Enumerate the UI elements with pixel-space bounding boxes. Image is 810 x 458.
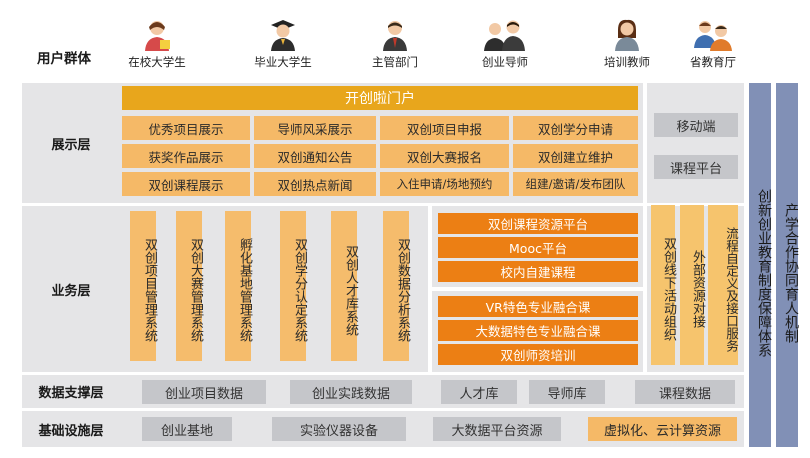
system-column[interactable]: 双创学分认定系统 xyxy=(280,211,307,361)
infra-highlight[interactable]: 虚拟化、云计算资源 xyxy=(588,417,737,441)
user-manager: 主管部门 xyxy=(350,18,440,70)
user-department-label: 省教育厅 xyxy=(690,55,736,69)
user-student: 在校大学生 xyxy=(112,18,202,70)
right-group-column[interactable]: 流程自定义及接口服务 xyxy=(708,205,739,365)
data-item[interactable]: 导师库 xyxy=(529,380,605,404)
data-item[interactable]: 创业项目数据 xyxy=(142,380,266,404)
data-item[interactable]: 课程数据 xyxy=(635,380,735,404)
course-group-item[interactable]: 校内自建课程 xyxy=(438,261,638,282)
right-group-label: 流程自定义及接口服务 xyxy=(724,226,739,352)
side-column-industry: 产学合作协同育人机制 xyxy=(776,83,799,447)
user-teacher-label: 培训教师 xyxy=(604,55,650,69)
users-label: 用户群体 xyxy=(37,51,91,67)
grid-cell[interactable]: 获奖作品展示 xyxy=(122,144,250,168)
user-student-label: 在校大学生 xyxy=(128,55,186,69)
right-group-column[interactable]: 双创线下活动组织 xyxy=(651,205,676,365)
department-group-icon xyxy=(694,21,732,51)
grid-cell[interactable]: 双创项目申报 xyxy=(380,116,509,140)
system-label: 孵化基地管理系统 xyxy=(237,238,252,342)
infra-layer-label: 基础设施层 xyxy=(38,423,104,439)
grid-cell[interactable]: 双创课程展示 xyxy=(122,172,250,196)
grid-cell[interactable]: 组建/邀请/发布团队 xyxy=(513,172,638,196)
system-column[interactable]: 双创项目管理系统 xyxy=(130,211,157,361)
user-graduate-label: 毕业大学生 xyxy=(254,55,312,69)
student-icon xyxy=(145,21,170,51)
grid-cell[interactable]: 双创学分申请 xyxy=(513,116,638,140)
system-label: 双创学分认定系统 xyxy=(292,238,307,342)
side-column-label: 创新创业教育制度保障体系 xyxy=(756,189,772,357)
right-group-label: 外部资源对接 xyxy=(690,250,705,328)
mentor-group-icon xyxy=(484,20,525,51)
system-column[interactable]: 孵化基地管理系统 xyxy=(225,211,252,361)
graduate-icon xyxy=(271,20,295,51)
infra-item[interactable]: 大数据平台资源 xyxy=(433,417,561,441)
user-manager-label: 主管部门 xyxy=(372,55,418,69)
system-label: 双创项目管理系统 xyxy=(142,238,157,342)
display-layer-label: 展示层 xyxy=(51,137,91,153)
special-group-item[interactable]: VR特色专业融合课 xyxy=(438,296,638,317)
course-platform-button[interactable]: 课程平台 xyxy=(654,155,738,179)
user-graduate: 毕业大学生 xyxy=(238,18,328,70)
business-layer-label: 业务层 xyxy=(51,283,91,299)
grid-cell[interactable]: 入住申请/场地预约 xyxy=(380,172,509,196)
data-item[interactable]: 人才库 xyxy=(441,380,517,404)
system-column[interactable]: 双创人才库系统 xyxy=(331,211,358,361)
business-divider-left xyxy=(428,206,432,372)
course-group-item[interactable]: 双创课程资源平台 xyxy=(438,213,638,234)
display-right-divider xyxy=(643,83,647,203)
special-group-item[interactable]: 大数据特色专业融合课 xyxy=(438,320,638,341)
side-column-policy: 创新创业教育制度保障体系 xyxy=(749,83,772,447)
system-label: 双创数据分析系统 xyxy=(395,238,410,342)
user-mentor-label: 创业导师 xyxy=(482,55,528,69)
grid-cell[interactable]: 导师风采展示 xyxy=(254,116,376,140)
user-department: 省教育厅 xyxy=(668,18,758,70)
grid-cell[interactable]: 双创通知公告 xyxy=(254,144,376,168)
grid-cell[interactable]: 双创大赛报名 xyxy=(380,144,509,168)
mobile-button[interactable]: 移动端 xyxy=(654,113,738,137)
system-column[interactable]: 双创数据分析系统 xyxy=(383,211,410,361)
special-group-item[interactable]: 双创师资培训 xyxy=(438,344,638,365)
data-layer-label: 数据支撑层 xyxy=(38,386,104,401)
teacher-icon xyxy=(615,19,639,51)
business-divider-mid xyxy=(432,287,644,291)
grid-cell[interactable]: 优秀项目展示 xyxy=(122,116,250,140)
grid-cell[interactable]: 双创热点新闻 xyxy=(254,172,376,196)
side-column-label: 产学合作协同育人机制 xyxy=(783,203,799,343)
system-column[interactable]: 双创大赛管理系统 xyxy=(176,211,203,361)
data-item[interactable]: 创业实践数据 xyxy=(290,380,412,404)
grid-cell[interactable]: 双创建立维护 xyxy=(513,144,638,168)
system-label: 双创人才库系统 xyxy=(343,244,358,336)
user-teacher: 培训教师 xyxy=(582,18,672,70)
user-mentor: 创业导师 xyxy=(460,18,550,70)
infra-item[interactable]: 创业基地 xyxy=(142,417,232,441)
system-label: 双创大赛管理系统 xyxy=(188,238,203,342)
infra-item[interactable]: 实验仪器设备 xyxy=(272,417,406,441)
portal-bar[interactable]: 开创啦门户 xyxy=(122,86,638,110)
manager-icon xyxy=(383,21,407,51)
course-group-item[interactable]: Mooc平台 xyxy=(438,237,638,258)
right-group-column[interactable]: 外部资源对接 xyxy=(680,205,705,365)
business-divider-right xyxy=(643,206,647,372)
right-group-label: 双创线下活动组织 xyxy=(661,237,676,341)
